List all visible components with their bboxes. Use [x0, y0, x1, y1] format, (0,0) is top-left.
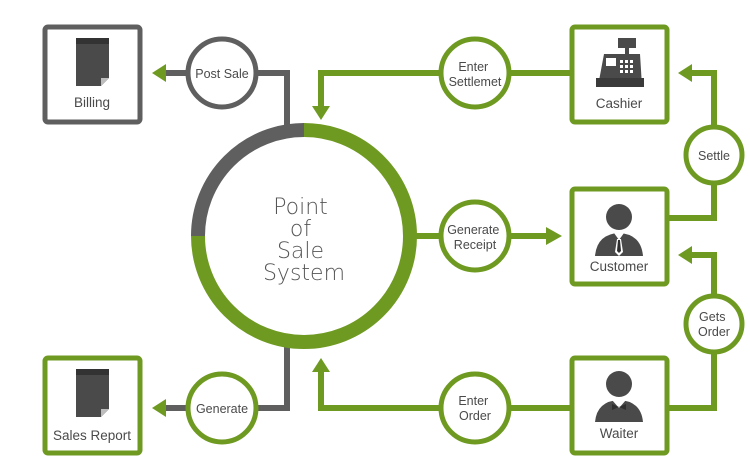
customer-node: Customer: [569, 186, 670, 287]
gets-order-label-1: Gets: [699, 310, 725, 324]
document-icon: [76, 38, 109, 86]
cashier-node: Cashier: [569, 24, 670, 125]
post-sale-label: Post Sale: [195, 67, 249, 81]
svg-text:Enter Settlemet: Enter Settlemet: [449, 60, 502, 89]
enter-order-label-1: Enter: [458, 394, 488, 408]
waiter-icon: [595, 371, 643, 422]
cash-register-icon: [596, 38, 644, 87]
customer-label: Customer: [590, 259, 649, 274]
enter-order-arrowhead: [312, 358, 330, 372]
billing-node: Billing: [42, 24, 143, 125]
connector-generate-receipt: Generate Receipt: [438, 199, 512, 273]
enter-settlement-arrowhead: [312, 106, 330, 120]
connector-enter-settlement: Enter Settlemet: [438, 36, 512, 110]
center-title-line-2: of: [290, 217, 311, 242]
generate-receipt-label-1: Generate: [447, 223, 499, 237]
center-title-line-1: Point: [273, 195, 328, 220]
connector-gets-order: Gets Order: [683, 293, 745, 355]
sales-report-label: Sales Report: [53, 428, 131, 443]
center-title-line-3: Sale: [277, 239, 324, 264]
enter-settlement-label-2: Settlemet: [449, 75, 502, 89]
svg-text:Generate Receipt: Generate Receipt: [447, 223, 503, 252]
svg-text:Enter Order: Enter Order: [458, 394, 491, 423]
svg-text:Point of Sale: Point of Sale System: [263, 195, 345, 286]
connector-settle: Settle: [683, 124, 745, 186]
connector-post-sale: Post Sale: [185, 36, 259, 110]
businessman-icon: [595, 204, 643, 256]
connector-generate: Generate: [185, 371, 259, 445]
cashier-label: Cashier: [596, 96, 643, 111]
settle-label: Settle: [698, 149, 730, 163]
settle-arrowhead: [678, 64, 692, 82]
center-node: Point of Sale System: [191, 123, 417, 349]
enter-order-label-2: Order: [459, 409, 491, 423]
generate-label: Generate: [196, 402, 248, 416]
center-ring-green: [191, 123, 417, 349]
svg-text:Gets Order: Gets Order: [698, 310, 730, 339]
gets-order-label-2: Order: [698, 325, 730, 339]
connector-enter-order: Enter Order: [438, 371, 512, 445]
generate-arrowhead: [152, 399, 166, 417]
enter-settlement-label-1: Enter: [458, 60, 488, 74]
generate-receipt-label-2: Receipt: [454, 238, 497, 252]
sales-report-node: Sales Report: [42, 355, 143, 456]
waiter-node: Waiter: [569, 355, 670, 456]
center-title-line-4: System: [263, 261, 345, 286]
post-sale-arrowhead: [152, 64, 166, 82]
gets-order-arrowhead: [678, 246, 692, 264]
billing-label: Billing: [74, 95, 110, 110]
generate-receipt-arrowhead: [546, 227, 562, 245]
waiter-label: Waiter: [600, 426, 639, 441]
document-icon: [76, 369, 109, 417]
center-ring-gray: [191, 123, 305, 237]
